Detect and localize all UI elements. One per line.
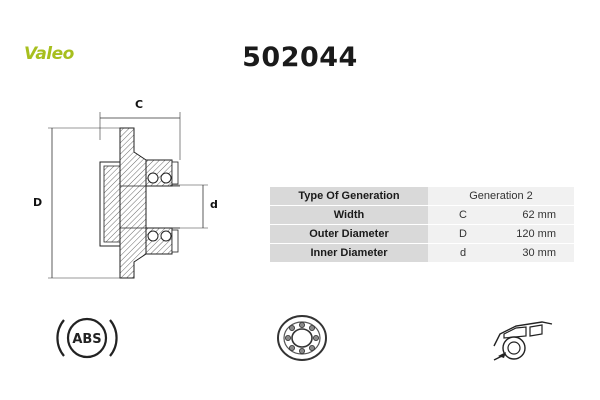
spec-letter: D xyxy=(428,224,498,244)
spec-label: Inner Diameter xyxy=(270,243,428,263)
spec-value: 120 mm xyxy=(498,224,574,244)
abs-icon: ABS xyxy=(56,310,118,366)
table-row: Width C 62 mm xyxy=(270,205,574,225)
spec-value: Generation 2 xyxy=(428,187,574,206)
spec-value: 30 mm xyxy=(498,243,574,263)
table-row: Type Of Generation Generation 2 xyxy=(270,187,574,206)
table-row: Outer Diameter D 120 mm xyxy=(270,224,574,244)
spec-label: Outer Diameter xyxy=(270,224,428,244)
spec-label: Type Of Generation xyxy=(270,187,428,206)
hub-bearing-drawing xyxy=(20,90,250,290)
dimension-outer-d-label: D xyxy=(33,196,43,209)
spec-letter: C xyxy=(428,205,498,225)
bearing-icon xyxy=(268,310,336,366)
part-number: 502044 xyxy=(242,42,358,73)
dimension-c-label: C xyxy=(135,98,144,111)
spec-label: Width xyxy=(270,205,428,225)
table-row: Inner Diameter d 30 mm xyxy=(270,243,574,263)
spec-value: 62 mm xyxy=(498,205,574,225)
dimension-inner-d-label: d xyxy=(210,198,218,211)
car-wheel-icon xyxy=(490,312,554,364)
spec-table: Type Of Generation Generation 2 Width C … xyxy=(270,187,574,263)
abs-text: ABS xyxy=(72,332,101,347)
spec-letter: d xyxy=(428,243,498,263)
valeo-logo: Valeo xyxy=(24,44,74,64)
